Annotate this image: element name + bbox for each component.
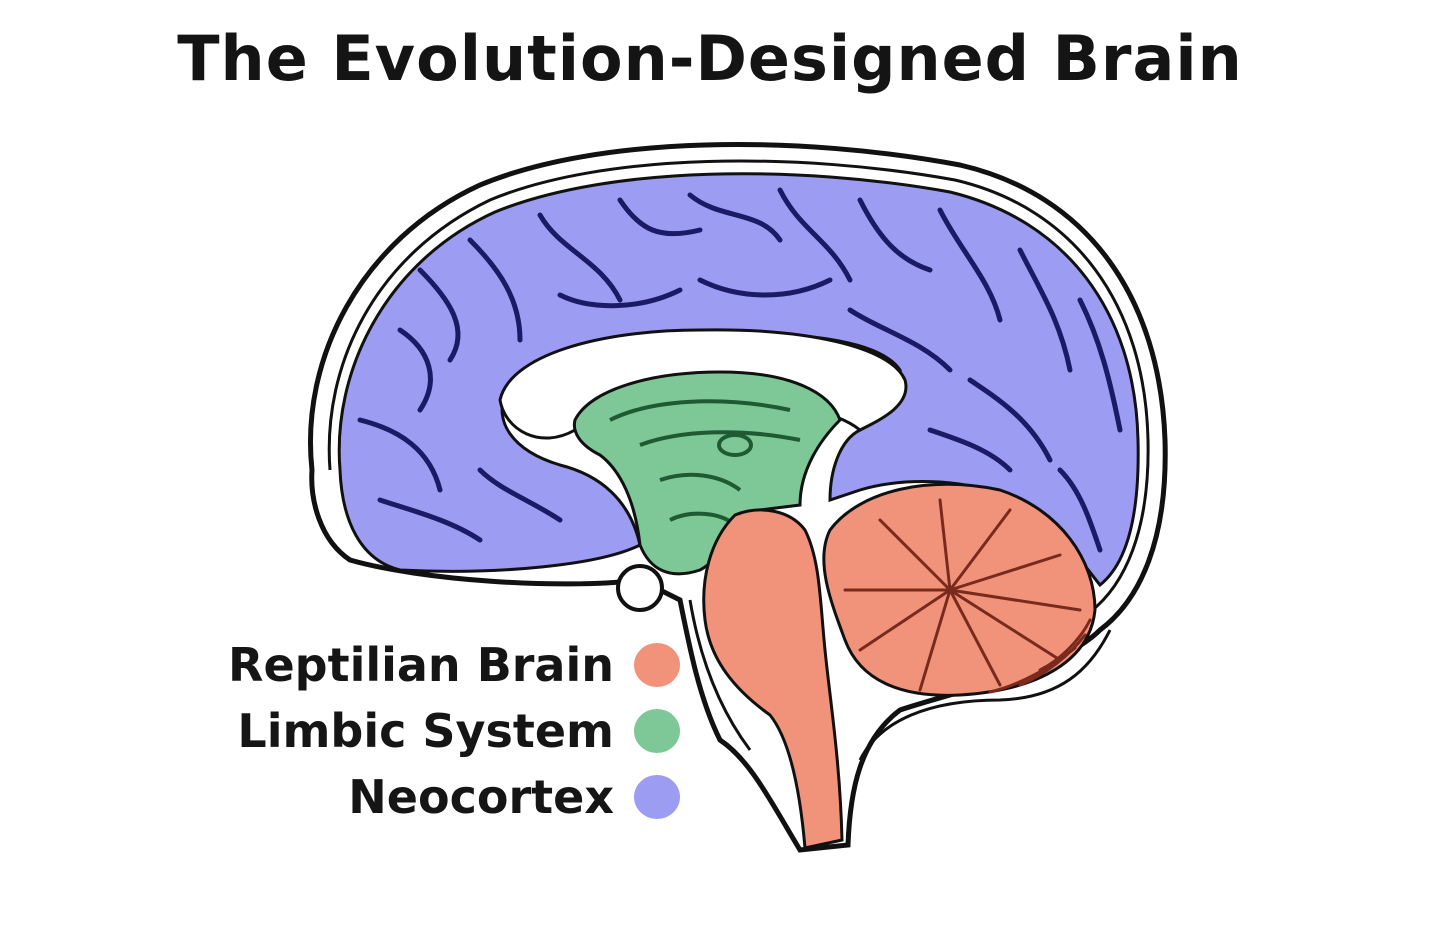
page-title: The Evolution-Designed Brain (177, 22, 1243, 95)
cerebellum-region (822, 482, 1097, 697)
legend-swatch-reptilian (634, 643, 680, 687)
legend-item-limbic-system: Limbic System (60, 698, 680, 764)
neocortex-region (337, 172, 1140, 588)
cerebellum-lines (843, 498, 1092, 694)
legend: Reptilian Brain Limbic System Neocortex (60, 632, 680, 830)
limbic-system-lines (609, 399, 801, 527)
sulci-lines (357, 187, 1123, 553)
legend-label: Neocortex (348, 770, 614, 824)
spinal-outline-line (688, 599, 752, 751)
legend-label: Reptilian Brain (228, 638, 614, 692)
legend-swatch-limbic (634, 709, 680, 753)
legend-swatch-neocortex (634, 775, 680, 819)
legend-item-reptilian-brain: Reptilian Brain (60, 632, 680, 698)
brainstem-region (702, 508, 844, 850)
legend-item-neocortex: Neocortex (60, 764, 680, 830)
pituitary-gland (616, 564, 664, 612)
legend-label: Limbic System (237, 704, 614, 758)
brain-inner-outline (327, 159, 1150, 614)
lower-membrane-line (858, 629, 1112, 761)
